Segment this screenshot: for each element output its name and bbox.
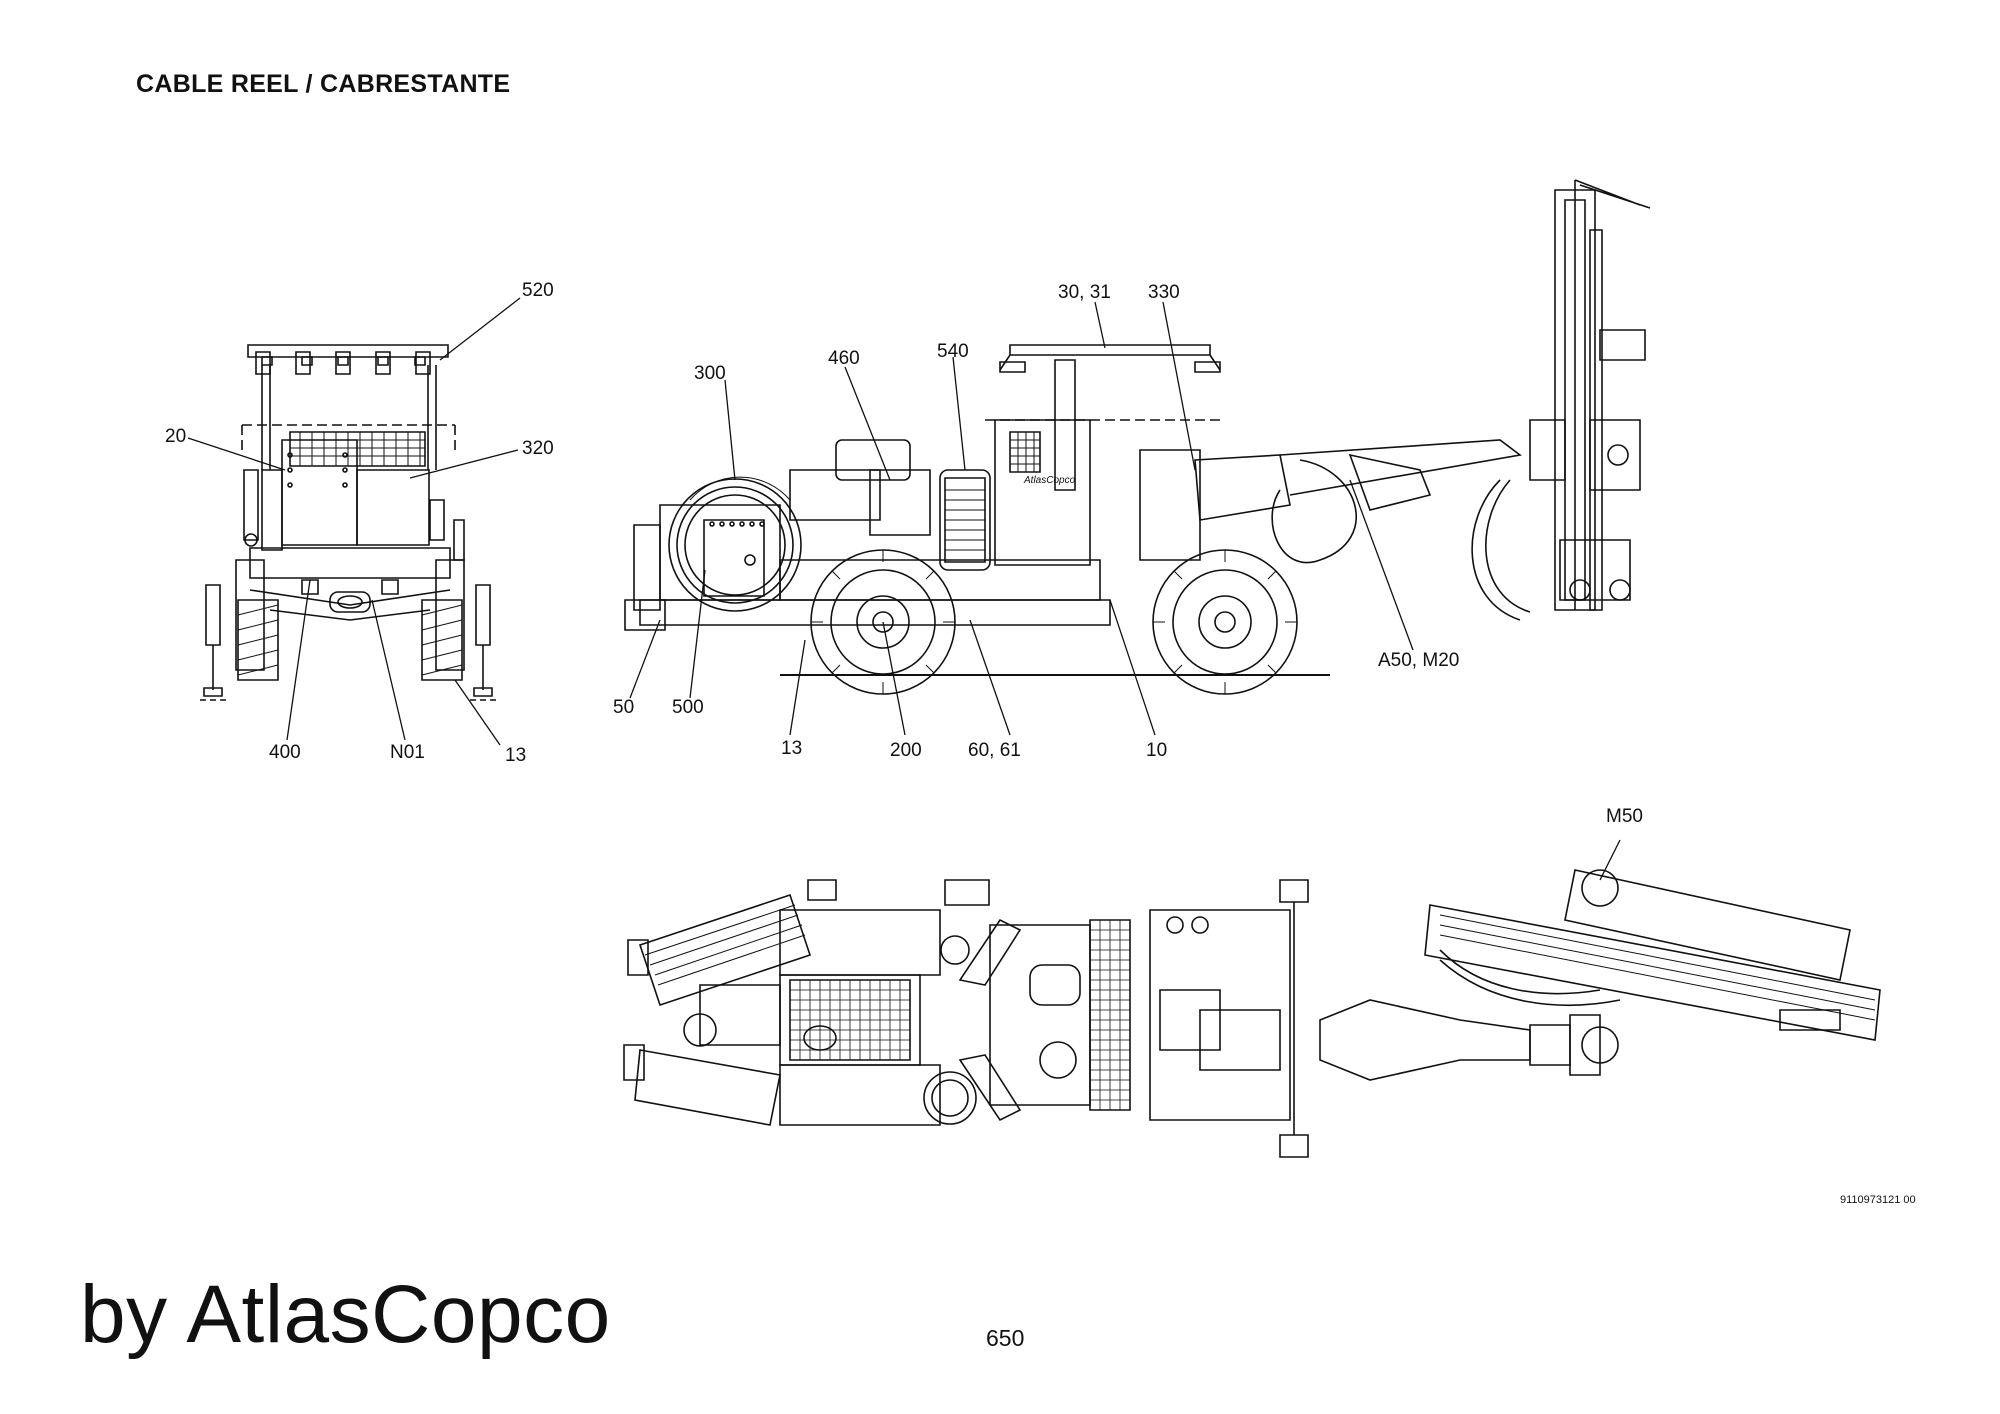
callout-320: 320 bbox=[522, 438, 554, 459]
page-number: 650 bbox=[986, 1325, 1025, 1351]
callout-500: 500 bbox=[672, 697, 704, 718]
callout-460: 460 bbox=[828, 348, 860, 369]
callout-330: 330 bbox=[1148, 282, 1180, 303]
callout-520: 520 bbox=[522, 280, 554, 301]
top-view-drawing bbox=[624, 870, 1880, 1157]
brand-watermark: by AtlasCopco bbox=[80, 1269, 611, 1360]
callout-n01: N01 bbox=[390, 742, 425, 763]
document-number: 9110973121 00 bbox=[1840, 1194, 1916, 1206]
callout-300: 300 bbox=[694, 363, 726, 384]
callout-540: 540 bbox=[937, 341, 969, 362]
front-view-drawing bbox=[200, 345, 496, 700]
callout-13-side: 13 bbox=[781, 738, 803, 759]
callout-10: 10 bbox=[1146, 740, 1168, 761]
callout-20: 20 bbox=[165, 426, 187, 447]
callout-50: 50 bbox=[613, 697, 635, 718]
side-view-drawing bbox=[625, 180, 1650, 694]
cabin-decal: AtlasCopco bbox=[1024, 475, 1076, 486]
callout-60-61: 60, 61 bbox=[968, 740, 1021, 761]
callout-400: 400 bbox=[269, 742, 301, 763]
page-title: CABLE REEL / CABRESTANTE bbox=[136, 70, 511, 98]
callout-leaders bbox=[188, 298, 1620, 880]
callout-200: 200 bbox=[890, 740, 922, 761]
callout-m50: M50 bbox=[1606, 806, 1643, 827]
callout-13-front: 13 bbox=[505, 745, 527, 766]
callout-30-31: 30, 31 bbox=[1058, 282, 1111, 303]
callout-a50-m20: A50, M20 bbox=[1378, 650, 1460, 671]
